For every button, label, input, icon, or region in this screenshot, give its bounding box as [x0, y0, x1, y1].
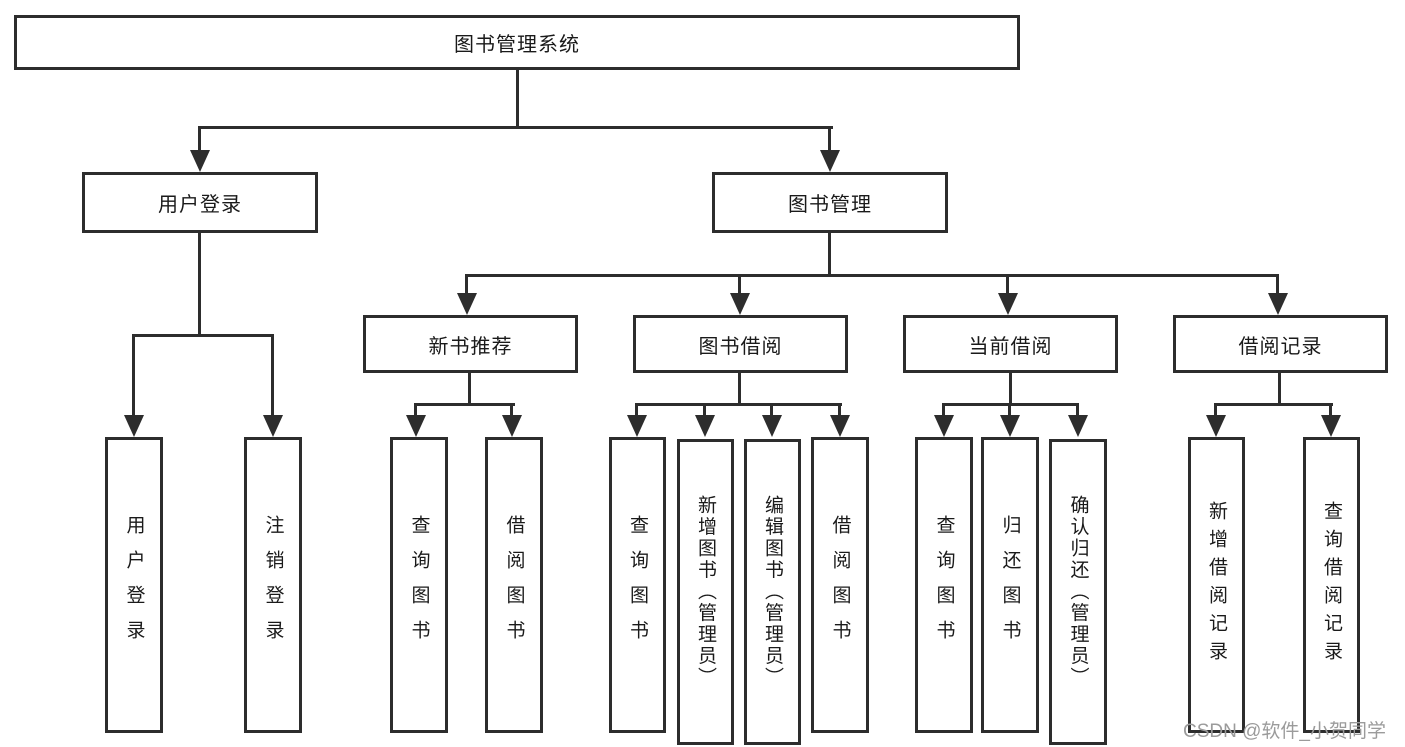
- connector-drop-logout-leaf: [271, 334, 274, 417]
- connector-drop-bb-borrow: [838, 403, 841, 417]
- connector-root-trunk: [516, 68, 519, 128]
- connector-user-login-trunk: [198, 231, 201, 337]
- arrow-down-bb-borrow: [830, 415, 850, 437]
- arrow-down-book-mgmt: [820, 150, 840, 172]
- leaf-cb-confirm-return-admin: 确认归还（管理员）: [1049, 439, 1107, 745]
- node-book-borrow: 图书借阅: [633, 315, 848, 373]
- arrow-down-user-login: [190, 150, 210, 172]
- node-borrow-records: 借阅记录: [1173, 315, 1388, 373]
- connector-current-borrow-trunk: [1009, 371, 1012, 406]
- leaf-logout: 注销登录: [244, 437, 302, 733]
- leaf-bb-query-books: 查询图书: [609, 437, 666, 733]
- arrow-down-book-borrow: [730, 293, 750, 315]
- connector-level2-bus: [198, 126, 833, 129]
- node-new-book-recommend: 新书推荐: [363, 315, 578, 373]
- arrow-down-current-borrow: [998, 293, 1018, 315]
- arrow-down-bb-add: [695, 415, 715, 437]
- connector-book-borrow-trunk: [738, 371, 741, 406]
- root-node-library-system: 图书管理系统: [14, 15, 1020, 70]
- arrow-down-cb-confirm: [1068, 415, 1088, 437]
- arrow-down-bb-query: [627, 415, 647, 437]
- connector-drop-br-add: [1214, 403, 1217, 417]
- arrow-down-cb-return: [1000, 415, 1020, 437]
- node-book-management: 图书管理: [712, 172, 948, 233]
- connector-drop-nb-borrow: [510, 403, 513, 417]
- leaf-cb-return-books: 归还图书: [981, 437, 1039, 733]
- node-user-login: 用户登录: [82, 172, 318, 233]
- leaf-br-query-record: 查询借阅记录: [1303, 437, 1360, 733]
- leaf-br-add-record: 新增借阅记录: [1188, 437, 1245, 733]
- connector-drop-cb-confirm: [1076, 403, 1079, 417]
- leaf-nb-query-books: 查询图书: [390, 437, 448, 733]
- arrow-down-cb-query: [934, 415, 954, 437]
- leaf-bb-add-books-admin: 新增图书（管理员）: [677, 439, 734, 745]
- arrow-down-login-leaf: [124, 415, 144, 437]
- connector-drop-bb-add: [703, 403, 706, 417]
- arrow-down-nb-borrow: [502, 415, 522, 437]
- arrow-down-logout-leaf: [263, 415, 283, 437]
- connector-borrow-records-trunk: [1278, 371, 1281, 406]
- connector-drop-bb-query: [635, 403, 638, 417]
- connector-drop-borrow-records: [1276, 274, 1279, 295]
- connector-new-books-trunk: [468, 371, 471, 406]
- arrow-down-bb-edit: [762, 415, 782, 437]
- connector-book-mgmt-trunk: [828, 231, 831, 276]
- leaf-nb-borrow-books: 借阅图书: [485, 437, 543, 733]
- connector-level3-bus: [465, 274, 1279, 277]
- arrow-down-borrow-records: [1268, 293, 1288, 315]
- leaf-user-login: 用户登录: [105, 437, 163, 733]
- connector-drop-book-borrow: [738, 274, 741, 295]
- connector-drop-user-login: [198, 126, 201, 152]
- connector-new-books-bus: [414, 403, 515, 406]
- connector-drop-login-leaf: [132, 334, 135, 417]
- connector-drop-br-query: [1329, 403, 1332, 417]
- arrow-down-br-add: [1206, 415, 1226, 437]
- leaf-cb-query-books: 查询图书: [915, 437, 973, 733]
- arrow-down-nb-query: [406, 415, 426, 437]
- connector-drop-new-books: [465, 274, 468, 295]
- connector-drop-cb-query: [942, 403, 945, 417]
- connector-drop-bb-edit: [770, 403, 773, 417]
- connector-borrow-records-bus: [1214, 403, 1333, 406]
- connector-drop-current-borrow: [1006, 274, 1009, 295]
- node-current-borrow: 当前借阅: [903, 315, 1118, 373]
- csdn-watermark: CSDN @软件_小贺同学: [1183, 721, 1386, 742]
- connector-user-login-bus: [132, 334, 274, 337]
- connector-drop-book-mgmt: [828, 126, 831, 152]
- connector-book-borrow-bus: [635, 403, 842, 406]
- leaf-bb-borrow-books: 借阅图书: [811, 437, 869, 733]
- connector-drop-cb-return: [1008, 403, 1011, 417]
- arrow-down-new-books: [457, 293, 477, 315]
- arrow-down-br-query: [1321, 415, 1341, 437]
- leaf-bb-edit-books-admin: 编辑图书（管理员）: [744, 439, 801, 745]
- connector-drop-nb-query: [414, 403, 417, 417]
